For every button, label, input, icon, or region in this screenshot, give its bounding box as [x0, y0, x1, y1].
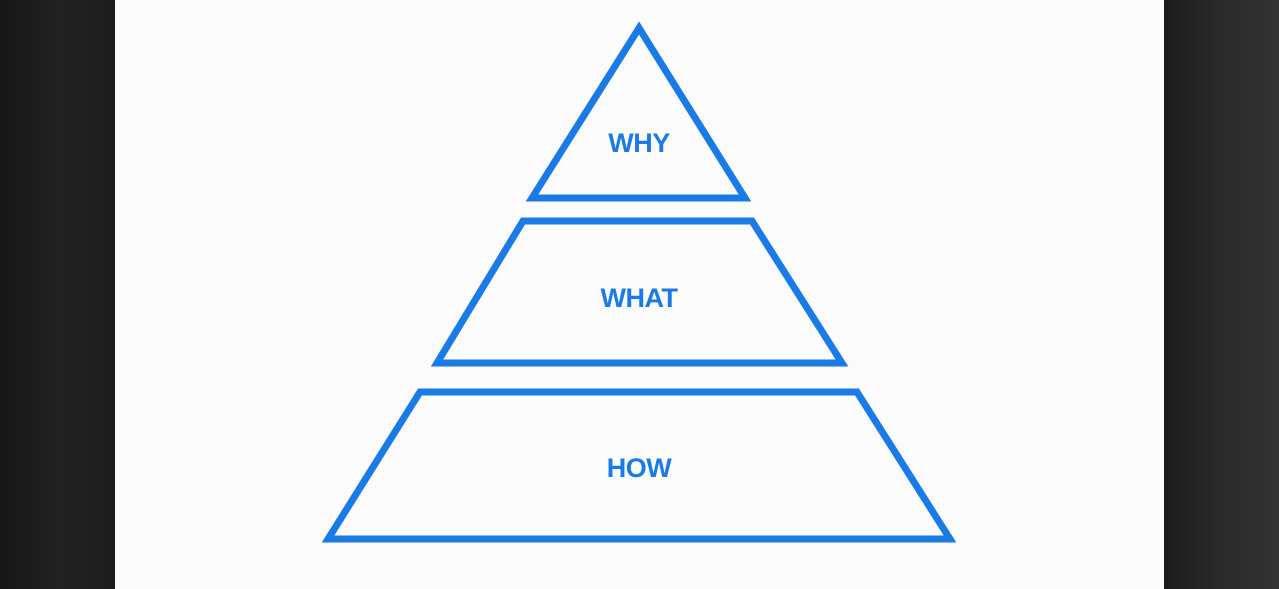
tier-top-outline: [525, 21, 752, 202]
tier-middle-label: WHAT: [601, 283, 679, 313]
pyramid-tier-middle: WHAT: [430, 217, 849, 367]
pyramid-tier-bottom: HOW: [321, 388, 957, 543]
tier-bottom-label: HOW: [607, 453, 673, 483]
paper-sheet: [115, 0, 1164, 589]
tier-bottom-outline: [321, 388, 957, 543]
tier-middle-outline: [430, 217, 849, 367]
pyramid-tier-top: WHY: [525, 21, 752, 202]
tier-top-label: WHY: [608, 128, 670, 158]
